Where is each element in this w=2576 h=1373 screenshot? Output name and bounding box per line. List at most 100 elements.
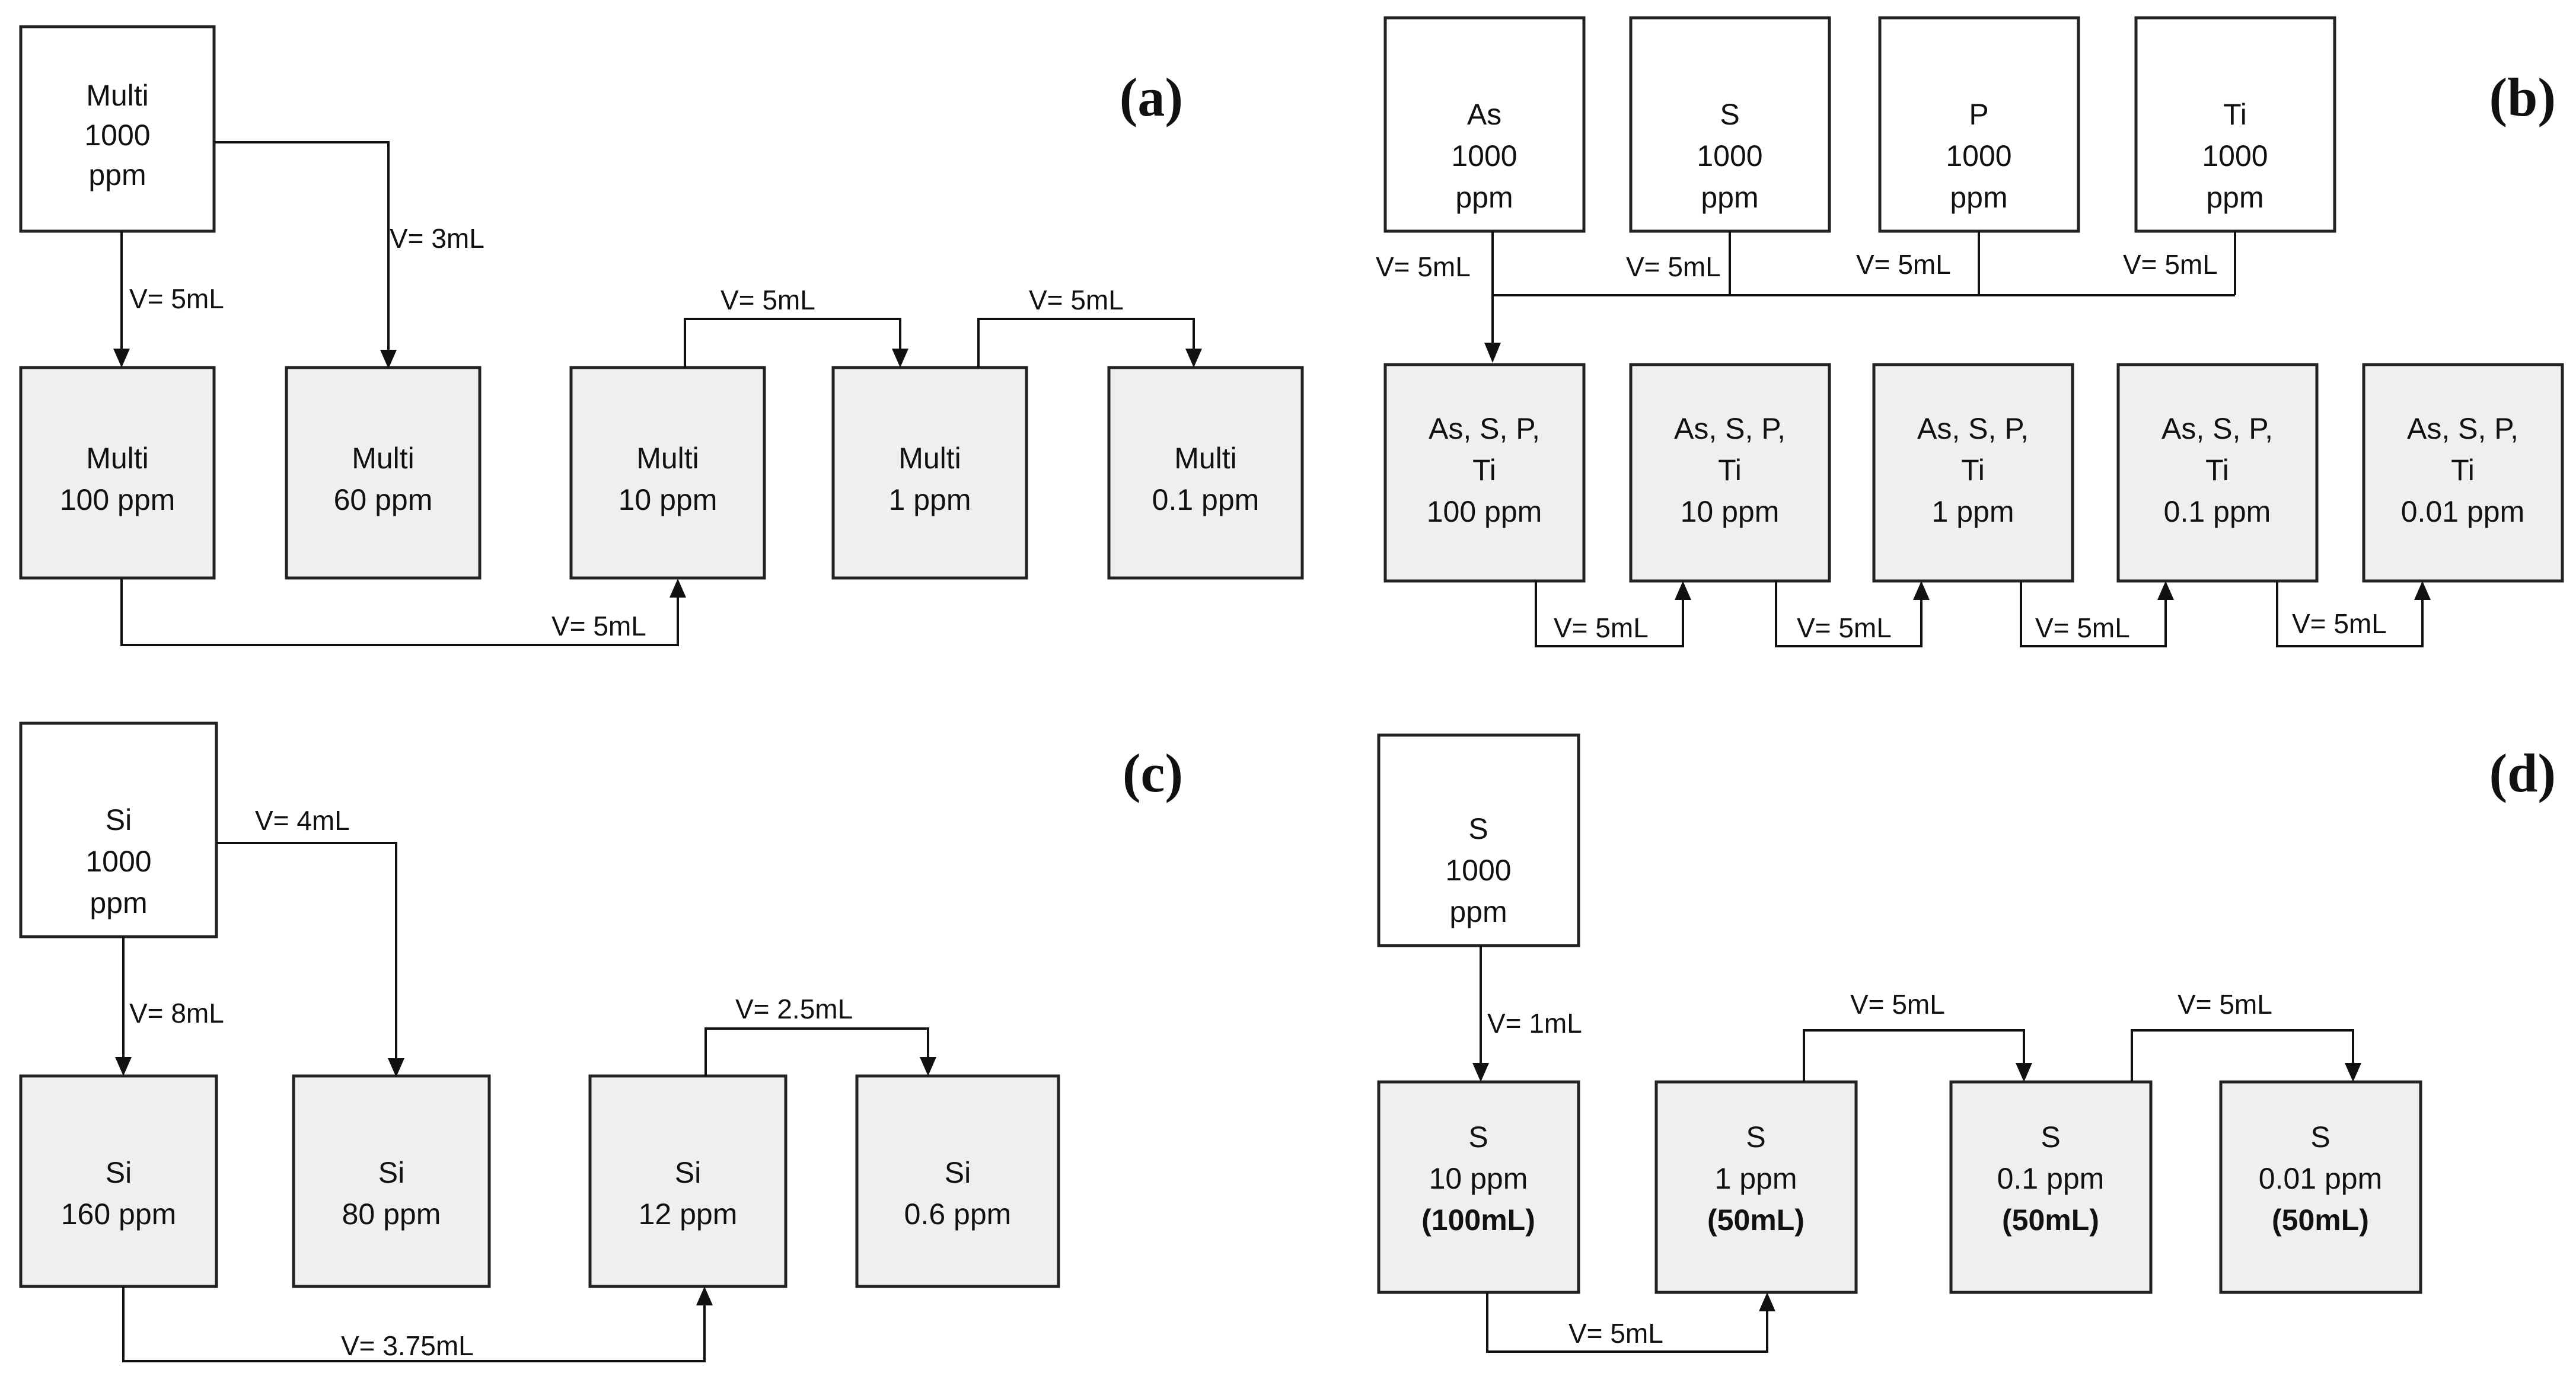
panel-a-stock-line-2: 1000 [84, 119, 150, 152]
panel-c-box-1 [19, 1074, 218, 1288]
panel-c-box-3-line-2: 12 ppm [639, 1198, 738, 1231]
panel-a-volume-3: V= 5mL [551, 611, 646, 641]
panel-b-stock-as-box [1383, 16, 1586, 233]
panel-b-stock-as-line-3: ppm [1455, 181, 1513, 214]
panel-a-stock-box [19, 25, 216, 233]
panel-a-box-3 [569, 366, 766, 580]
panel-c-box-3 [588, 1074, 788, 1288]
panel-d-volume-1: V= 1mL [1487, 1008, 1582, 1039]
panel-c-box-2-line-1: Si [378, 1156, 404, 1189]
panel-d-arrow-1-to-0.1 [1803, 1029, 2025, 1082]
panel-c-box-4-line-2: 0.6 ppm [904, 1198, 1012, 1231]
panel-b-box-5-line-3: 0.01 ppm [2401, 495, 2524, 528]
panel-a-arrowhead-3 [669, 579, 686, 598]
panel-d-box-2-line-2: 1 ppm [1715, 1162, 1797, 1195]
panel-c-arrowhead-2 [388, 1058, 404, 1077]
panel-c-volume-4: V= 2.5mL [735, 994, 853, 1024]
panel-d-arrowhead-2 [1759, 1292, 1775, 1311]
panel-c-arrowhead-1 [115, 1057, 132, 1076]
panel-a-volume-1: V= 5mL [129, 283, 224, 314]
panel-a-box-1-line-2: 100 ppm [60, 483, 176, 516]
panel-d: (d) S 1000 ppm S 10 ppm (100mL) S 1 ppm … [1377, 733, 2556, 1353]
panel-c-volume-1: V= 8mL [129, 998, 224, 1029]
panel-a-label: (a) [1120, 67, 1183, 127]
panel-a-box-1-line-1: Multi [86, 442, 149, 475]
panel-b-arrowhead-1 [1675, 581, 1691, 600]
panel-b-box-3-line-1: As, S, P, [1917, 412, 2029, 445]
panel-b-box-1-line-2: Ti [1472, 454, 1496, 487]
panel-d-volume-4: V= 5mL [2178, 989, 2272, 1020]
panel-c-box-2 [292, 1074, 491, 1288]
panel-c-volume-2: V= 4mL [255, 805, 350, 836]
panel-c-arrowhead-3 [696, 1286, 713, 1305]
panel-d-stock-box [1377, 733, 1580, 947]
panel-d-box-4-line-3: (50mL) [2272, 1203, 2369, 1237]
panel-b-arrow-1-to-0.1 [2020, 581, 2167, 647]
panel-d-box-3-line-1: S [2041, 1120, 2060, 1154]
panel-d-arrow-0.1-to-0.01 [2131, 1029, 2354, 1082]
panel-d-box-3 [1949, 1080, 2153, 1294]
panel-b-box-2-line-3: 10 ppm [1681, 495, 1780, 528]
panel-a-arrowhead-4 [892, 349, 908, 368]
panel-a-box-2-line-1: Multi [352, 442, 415, 475]
panel-a: (a) Multi 1000 ppm Multi 100 ppm Multi 6… [19, 25, 1304, 646]
panel-b-stock-volume-ti: V= 5mL [2123, 249, 2218, 280]
panel-b-stock-s-line-3: ppm [1701, 181, 1758, 214]
panel-c-volume-3: V= 3.75mL [341, 1330, 474, 1361]
panel-b-box-3 [1872, 363, 2074, 583]
panel-a-stock-line-3: ppm [88, 158, 146, 191]
panel-d-arrowhead-3 [2016, 1063, 2032, 1082]
panel-b-stock-volume-s: V= 5mL [1626, 251, 1721, 282]
panel-b-merge-arrowhead [1484, 343, 1501, 363]
panel-b-arrowhead-3 [2157, 581, 2174, 600]
panel-a-arrow-1-to-0.1 [977, 318, 1195, 368]
panel-b-box-4-line-2: Ti [2205, 454, 2229, 487]
panel-b-box-3-line-3: 1 ppm [1932, 495, 2014, 528]
panel-a-arrow-stock-to-60 [214, 141, 390, 350]
panel-b-stock-as-line-1: As [1467, 98, 1501, 131]
panel-c-arrow-stock-to-80 [216, 842, 397, 1058]
panel-b-arrow-10-to-1 [1775, 581, 1923, 647]
panel-a-box-5-line-2: 0.1 ppm [1152, 483, 1260, 516]
panel-b: (b) As 1000 ppm S 1000 ppm P 1000 ppm Ti… [1376, 16, 2564, 647]
panel-b-box-1-line-1: As, S, P, [1429, 412, 1540, 445]
panel-d-box-1 [1377, 1080, 1580, 1294]
panel-b-box-5 [2362, 363, 2564, 583]
panel-b-stock-s-line-2: 1000 [1697, 139, 1762, 173]
panel-a-arrowhead-1 [113, 349, 130, 368]
panel-c-arrowhead-4 [920, 1057, 936, 1076]
panel-d-box-1-line-1: S [1468, 1120, 1488, 1154]
panel-d-volume-2: V= 5mL [1568, 1318, 1663, 1349]
panel-d-box-4-line-1: S [2310, 1120, 2330, 1154]
panel-a-arrow-10-to-1 [684, 318, 901, 368]
panel-b-box-4-line-1: As, S, P, [2161, 412, 2273, 445]
panel-b-box-2-line-2: Ti [1718, 454, 1742, 487]
panel-b-box-4-line-3: 0.1 ppm [2164, 495, 2271, 528]
panel-a-box-2-line-2: 60 ppm [334, 483, 433, 516]
panel-d-box-4-line-2: 0.01 ppm [2259, 1162, 2382, 1195]
panel-d-box-2-line-1: S [1746, 1120, 1765, 1154]
panel-a-volume-4: V= 5mL [720, 285, 815, 315]
panel-b-box-5-line-1: As, S, P, [2407, 412, 2518, 445]
panel-a-box-4-line-2: 1 ppm [889, 483, 971, 516]
panel-a-box-1 [19, 366, 216, 580]
panel-a-box-5-line-1: Multi [1174, 442, 1237, 475]
panel-d-box-1-line-3: (100mL) [1421, 1203, 1535, 1237]
panel-d-arrowhead-4 [2345, 1063, 2361, 1082]
panel-b-stock-p-line-2: 1000 [1946, 139, 2011, 173]
panel-b-chain-volume-1: V= 5mL [1554, 612, 1649, 643]
panel-c-arrow-12-to-0.6 [704, 1027, 929, 1076]
panel-b-box-1 [1383, 363, 1586, 583]
panel-d-box-2-line-3: (50mL) [1707, 1203, 1805, 1237]
panel-b-box-3-line-2: Ti [1961, 454, 1985, 487]
panel-a-arrowhead-5 [1185, 349, 1202, 368]
panel-a-box-3-line-1: Multi [636, 442, 699, 475]
panel-c-box-4 [855, 1074, 1060, 1288]
panel-d-arrow-10-to-1 [1486, 1292, 1768, 1353]
panel-a-arrow-100-to-10 [120, 578, 679, 646]
panel-d-box-1-line-2: 10 ppm [1429, 1162, 1528, 1195]
panel-b-chain-volume-4: V= 5mL [2292, 608, 2387, 639]
panel-a-box-4-line-1: Multi [898, 442, 961, 475]
